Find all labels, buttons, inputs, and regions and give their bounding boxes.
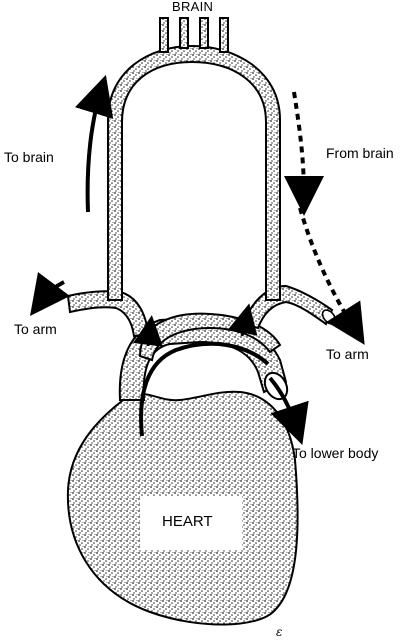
to-arm-right-label: To arm xyxy=(326,347,369,361)
from-brain-label: From brain xyxy=(326,146,394,160)
left-branch-flow-arrow xyxy=(148,330,150,346)
to-brain-label: To brain xyxy=(4,150,54,164)
to-lower-body-label: To lower body xyxy=(292,446,378,460)
heart-label: HEART xyxy=(162,514,213,529)
brain-label: BRAIN xyxy=(172,0,213,13)
brain-loop xyxy=(108,46,280,300)
to-arm-left-arrow xyxy=(42,282,64,300)
to-brain-arrow xyxy=(88,94,100,212)
to-arm-left-label: To arm xyxy=(14,322,57,336)
right-arm-vessel xyxy=(244,286,332,328)
artist-signature: ε xyxy=(276,626,282,638)
from-brain-arrow xyxy=(294,92,304,196)
